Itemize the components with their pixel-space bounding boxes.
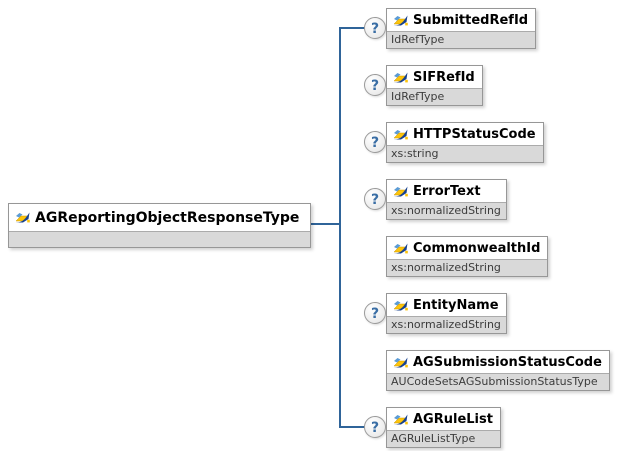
element-name: SIFRefId [413,69,475,85]
element-icon [393,129,408,140]
optional-indicator: ? [364,302,386,324]
connector-root-line [311,223,340,225]
element-title: SIFRefId [387,66,482,88]
element-icon [15,212,30,223]
element-icon [393,357,408,368]
element-node-submittedrefid[interactable]: SubmittedRefId IdRefType [386,8,537,49]
element-type: IdRefType [387,88,482,105]
connector-bottom-stub [339,426,365,428]
element-node-sifrefid[interactable]: SIFRefId IdRefType [386,65,483,106]
element-icon [393,300,408,311]
element-name: HTTPStatusCode [413,126,536,142]
element-name: EntityName [413,297,499,313]
element-title: AGSubmissionStatusCode [387,351,609,373]
element-node-agsubmissionstatuscode[interactable]: AGSubmissionStatusCode AUCodeSetsAGSubmi… [386,350,610,391]
optional-indicator: ? [364,74,386,96]
element-title: SubmittedRefId [387,9,536,31]
element-title: AGRuleList [387,408,500,430]
element-node-errortext[interactable]: ErrorText xs:normalizedString [386,179,507,220]
element-name: ErrorText [413,183,481,199]
element-icon [393,72,408,83]
root-element-node[interactable]: AGReportingObjectResponseType [8,203,311,248]
element-title: ErrorText [387,180,506,202]
root-element-title: AGReportingObjectResponseType [9,204,310,231]
element-name: AGSubmissionStatusCode [413,354,602,370]
element-type: IdRefType [387,31,536,48]
element-icon [393,243,408,254]
element-type: xs:normalizedString [387,316,506,333]
connector-trunk [339,27,341,428]
root-element-name: AGReportingObjectResponseType [35,209,300,226]
element-node-httpstatuscode[interactable]: HTTPStatusCode xs:string [386,122,544,163]
element-icon [393,186,408,197]
element-node-entityname[interactable]: EntityName xs:normalizedString [386,293,507,334]
root-element-type [9,231,310,247]
element-title: CommonwealthId [387,237,548,259]
element-name: CommonwealthId [413,240,541,256]
connector-top-stub [339,27,365,29]
element-title: HTTPStatusCode [387,123,543,145]
optional-indicator: ? [364,416,386,438]
element-icon [393,414,408,425]
element-type: xs:normalizedString [387,259,548,276]
element-icon [393,15,408,26]
optional-indicator: ? [364,17,386,39]
optional-indicator: ? [364,188,386,210]
element-node-agrulelist[interactable]: AGRuleList AGRuleListType [386,407,501,448]
element-title: EntityName [387,294,506,316]
element-node-commonwealthid[interactable]: CommonwealthId xs:normalizedString [386,236,549,277]
element-type: xs:normalizedString [387,202,506,219]
element-name: SubmittedRefId [413,12,529,28]
element-type: AGRuleListType [387,430,500,447]
element-type: xs:string [387,145,543,162]
element-type: AUCodeSetsAGSubmissionStatusType [387,373,609,390]
element-name: AGRuleList [413,411,493,427]
optional-indicator: ? [364,131,386,153]
